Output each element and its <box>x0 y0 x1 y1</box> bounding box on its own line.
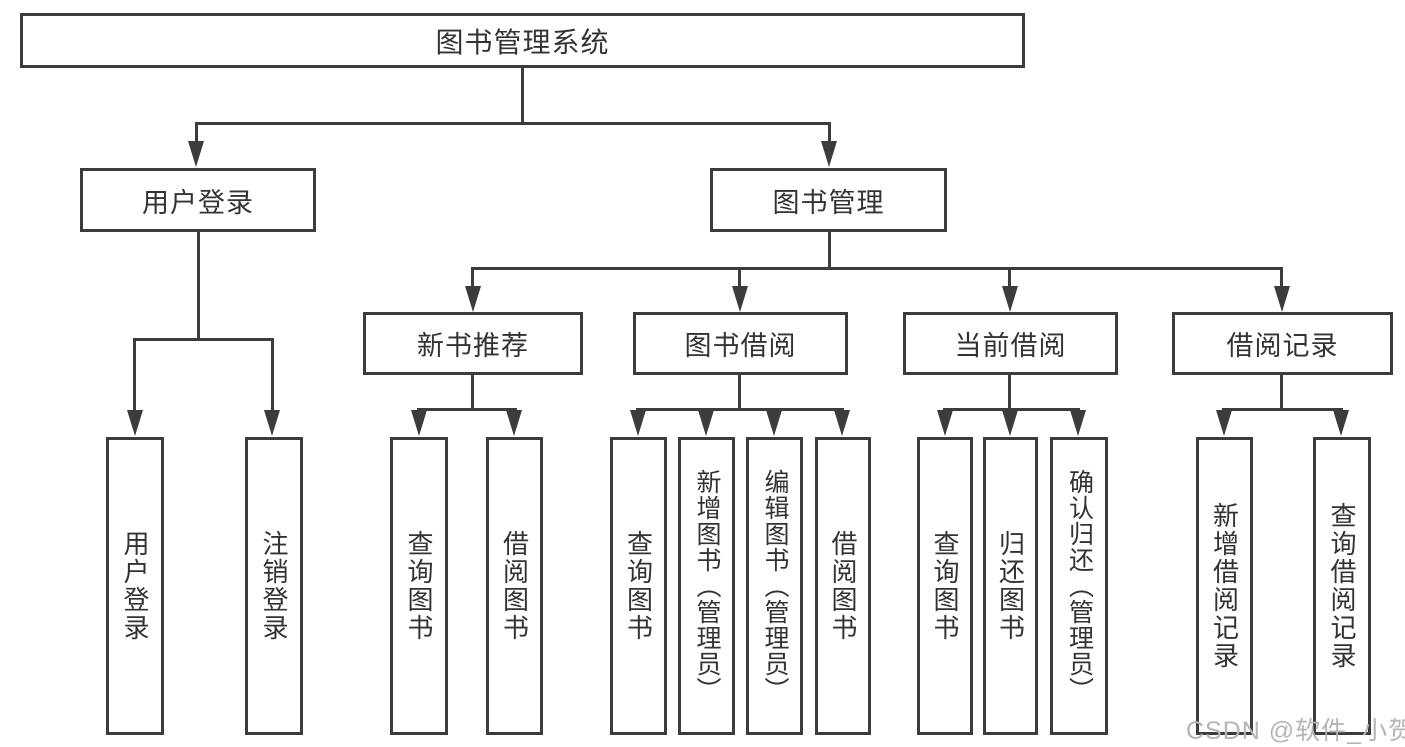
leaf-records-query-record: 查询借阅记录 <box>1313 437 1371 735</box>
connector-line <box>271 338 274 412</box>
node-root: 图书管理系统 <box>20 13 1025 68</box>
connector-line <box>196 122 831 125</box>
arrow-down-icon <box>506 410 522 436</box>
leaf-recommend-borrow-books: 借阅图书 <box>486 437 543 735</box>
arrow-down-icon <box>630 410 646 436</box>
arrow-down-icon <box>465 286 481 312</box>
leaf-recommend-query-books: 查询图书 <box>390 437 448 735</box>
arrow-down-icon <box>1216 410 1232 436</box>
arrow-down-icon <box>264 410 280 436</box>
connector-line <box>1280 375 1283 410</box>
connector-line <box>471 267 1283 270</box>
connector-line <box>1008 267 1011 289</box>
connector-line <box>521 68 524 124</box>
leaf-borrow-query-books-label: 查询图书 <box>623 530 654 642</box>
connector-line <box>195 122 198 146</box>
leaf-records-query-record-label: 查询借阅记录 <box>1327 502 1357 670</box>
leaf-recommend-borrow-books-label: 借阅图书 <box>499 530 530 642</box>
node-borrow-records: 借阅记录 <box>1172 312 1393 375</box>
connector-line <box>943 408 1080 411</box>
arrow-down-icon <box>127 410 143 436</box>
leaf-records-add-record: 新增借阅记录 <box>1196 437 1253 735</box>
node-book-borrow: 图书借阅 <box>633 312 848 375</box>
connector-line <box>1280 267 1283 289</box>
arrow-down-icon <box>1002 410 1018 436</box>
node-borrow-records-label: 借阅记录 <box>1226 331 1339 361</box>
connector-line <box>133 338 136 412</box>
arrow-down-icon <box>698 410 714 436</box>
connector-line <box>828 232 831 270</box>
leaf-current-return-books: 归还图书 <box>983 437 1038 735</box>
leaf-borrow-add-books-admin-label: 新增图书（管理员） <box>693 469 721 703</box>
connector-line <box>197 232 200 341</box>
arrow-down-icon <box>1333 410 1349 436</box>
node-new-book-recommend: 新书推荐 <box>363 312 583 375</box>
node-current-borrow: 当前借阅 <box>903 312 1118 375</box>
connector-line <box>828 122 831 146</box>
node-user-login-label: 用户登录 <box>142 187 254 218</box>
leaf-records-add-record-label: 新增借阅记录 <box>1209 502 1240 670</box>
leaf-borrow-edit-books-admin: 编辑图书（管理员） <box>746 437 803 735</box>
arrow-down-icon <box>1274 286 1290 312</box>
leaf-login-label: 用户登录 <box>120 530 150 642</box>
connector-line <box>1222 408 1343 411</box>
leaf-logout-label: 注销登录 <box>259 530 289 642</box>
node-new-book-recommend-label: 新书推荐 <box>417 331 529 361</box>
leaf-borrow-borrow-books-label: 借阅图书 <box>828 530 858 642</box>
node-user-login: 用户登录 <box>80 168 316 232</box>
connector-line <box>133 338 274 341</box>
leaf-current-query-books-label: 查询图书 <box>930 530 960 642</box>
arrow-down-icon <box>732 286 748 312</box>
leaf-recommend-query-books-label: 查询图书 <box>404 530 434 642</box>
connector-line <box>738 375 741 410</box>
leaf-current-confirm-return-admin: 确认归还（管理员） <box>1050 437 1108 735</box>
arrow-down-icon <box>188 141 204 167</box>
leaf-borrow-edit-books-admin-label: 编辑图书（管理员） <box>761 469 789 703</box>
leaf-borrow-borrow-books: 借阅图书 <box>815 437 871 735</box>
leaf-borrow-add-books-admin: 新增图书（管理员） <box>678 437 735 735</box>
node-current-borrow-label: 当前借阅 <box>954 331 1067 361</box>
arrow-down-icon <box>1002 286 1018 312</box>
node-book-management: 图书管理 <box>710 168 947 232</box>
connector-line <box>417 408 517 411</box>
leaf-current-query-books: 查询图书 <box>917 437 973 735</box>
connector-line <box>471 375 474 410</box>
leaf-current-confirm-return-admin-label: 确认归还（管理员） <box>1065 469 1094 703</box>
node-book-borrow-label: 图书借阅 <box>684 331 797 361</box>
watermark: CSDN @软件_小贺同学 <box>1186 717 1405 745</box>
arrow-down-icon <box>411 410 427 436</box>
arrow-down-icon <box>766 410 782 436</box>
node-root-label: 图书管理系统 <box>435 26 610 58</box>
connector-line <box>471 267 474 289</box>
arrow-down-icon <box>1070 410 1086 436</box>
arrow-down-icon <box>937 410 953 436</box>
arrow-down-icon <box>821 141 837 167</box>
connector-line <box>636 408 844 411</box>
leaf-logout: 注销登录 <box>245 437 303 735</box>
leaf-current-return-books-label: 归还图书 <box>995 530 1026 642</box>
leaf-login: 用户登录 <box>106 437 164 735</box>
node-book-management-label: 图书管理 <box>772 187 885 218</box>
connector-line <box>1008 375 1011 410</box>
connector-line <box>738 267 741 289</box>
arrow-down-icon <box>834 410 850 436</box>
leaf-borrow-query-books: 查询图书 <box>610 437 667 735</box>
